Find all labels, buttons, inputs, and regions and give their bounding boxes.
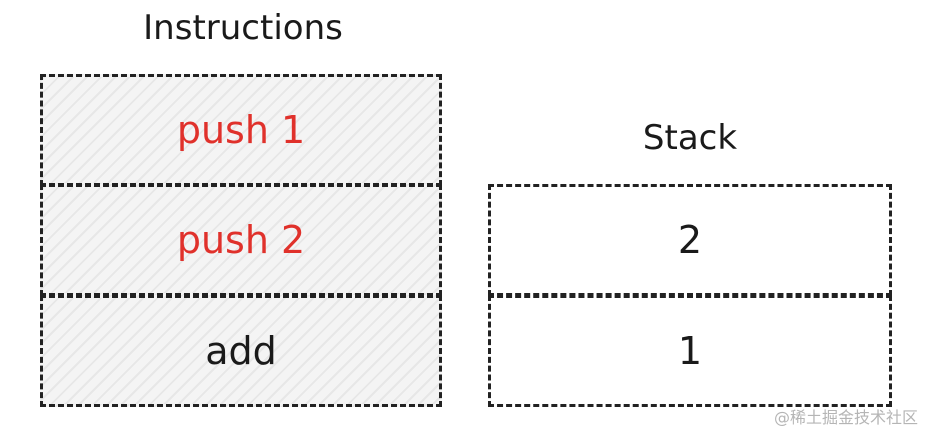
stack-title: Stack [642, 118, 738, 158]
instructions-title: Instructions [143, 8, 343, 48]
instruction-cell: push 2 [40, 184, 442, 296]
stack-cell: 2 [488, 184, 892, 296]
instruction-cell: push 1 [40, 74, 442, 186]
stack-value: 1 [677, 329, 703, 373]
instruction-label: push 1 [176, 108, 306, 152]
instruction-cell: add [40, 295, 442, 407]
watermark: @稀土掘金技术社区 [773, 408, 918, 427]
instruction-label: push 2 [176, 218, 306, 262]
stack-cell: 1 [488, 295, 892, 407]
instruction-label: add [205, 329, 277, 373]
stack-value: 2 [677, 218, 703, 262]
